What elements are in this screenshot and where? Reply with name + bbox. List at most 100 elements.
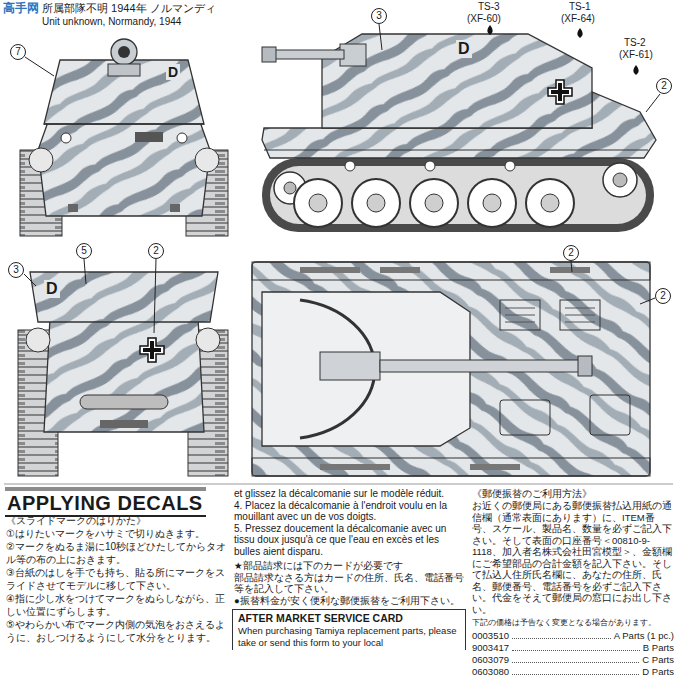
note: 下記の価格は予告なく変更となる場合があります。	[472, 617, 674, 628]
rear-view	[44, 318, 204, 432]
rear-view	[80, 395, 168, 409]
leader-line	[24, 274, 36, 286]
side-view	[548, 80, 572, 104]
side-view	[274, 50, 344, 59]
side-view	[541, 194, 559, 212]
rear-view	[143, 341, 161, 359]
part-name: D Parts	[642, 666, 674, 678]
front-view	[44, 123, 204, 125]
front-view	[170, 204, 180, 212]
leader-line	[4, 24, 673, 484]
front-view	[38, 122, 210, 216]
paint-code: (XF-64)	[561, 13, 595, 25]
leader-line	[379, 24, 382, 50]
text-column: 《郵便振替のご利用方法》お近くの郵便局にある郵便振替払込用紙の通信欄（通常表面に…	[472, 488, 674, 678]
front-view	[44, 60, 204, 124]
front-view	[108, 64, 140, 76]
side-view	[367, 194, 385, 212]
dot-leader	[512, 650, 640, 651]
rear-view	[140, 338, 164, 362]
paint-code: (XF-61)	[619, 49, 653, 61]
node-text: 2	[564, 246, 578, 259]
side-view	[468, 179, 516, 227]
parts-row: 0603080D Parts	[472, 666, 674, 678]
rear-view	[18, 272, 228, 476]
front-view	[61, 133, 71, 143]
part-name: C Parts	[642, 654, 674, 666]
callout-number: 2	[656, 78, 672, 94]
dot-leader	[512, 638, 611, 639]
instruction-step: ②マークをぬるま湯に10秒ほどひたしてからタオル等の布の上におきます。	[6, 540, 228, 566]
node-text: 2	[657, 79, 671, 92]
side-view	[352, 179, 400, 227]
instruction-step: ⑤やわらかい布でマーク内側の気泡をおさえるように、おしつけるようにして水分をとり…	[6, 618, 228, 644]
leader-line	[646, 94, 660, 112]
side-view	[262, 47, 276, 62]
node-text: 3	[372, 9, 386, 22]
front-view	[68, 204, 78, 212]
rear-view	[196, 328, 220, 352]
front-view	[118, 46, 130, 58]
watermark: 高手网	[3, 2, 39, 16]
paint-icon	[633, 65, 638, 75]
top-view	[500, 300, 540, 330]
side-view	[284, 182, 296, 194]
side-view	[526, 179, 574, 227]
side-view	[551, 83, 569, 101]
decal-marking: D	[456, 40, 472, 58]
node-text: 7	[11, 45, 25, 58]
callout-number: 2	[563, 245, 579, 261]
front-view	[111, 39, 137, 65]
part-number: 0003510	[472, 630, 509, 642]
top-view	[505, 322, 535, 323]
paint-icon	[487, 25, 638, 75]
side-view	[613, 173, 627, 187]
part-number: 0603079	[472, 654, 509, 666]
callout-number: 2	[655, 288, 671, 304]
side-view	[294, 179, 342, 227]
paint-icon	[487, 25, 492, 35]
paint-code: (XF-60)	[467, 13, 501, 25]
side-view	[262, 158, 654, 232]
side-view	[603, 163, 637, 197]
side-view	[425, 161, 435, 171]
leader-line	[640, 298, 655, 304]
rear-view	[140, 338, 164, 362]
side-view	[262, 34, 656, 232]
top-view	[505, 315, 535, 316]
front-view	[20, 39, 228, 236]
top-view	[578, 356, 592, 376]
top-view	[470, 464, 520, 470]
top-view	[252, 458, 650, 476]
parts-row: 0603079 C Parts	[472, 654, 674, 666]
instruction-step: 4. Placez la décalcomanie à l'endroit vo…	[234, 500, 466, 523]
side-view	[264, 150, 648, 151]
top-view	[320, 464, 390, 470]
note: 部品請求なさる方はカードの住所、氏名、電話番号等を記入して下さい。	[234, 572, 466, 595]
paint-code: TS-2	[624, 37, 646, 49]
instruction-heading: 《郵便振替のご利用方法》	[472, 488, 674, 500]
top-view	[565, 315, 595, 316]
top-view	[505, 308, 535, 309]
node-text: 3	[9, 263, 23, 276]
top-view	[500, 400, 550, 435]
rear-view	[100, 420, 148, 428]
text-column: et glissez la décalcomanie sur le modèle…	[234, 488, 466, 606]
front-view	[195, 148, 219, 172]
callout-number: 3	[371, 8, 387, 24]
top-view	[590, 395, 630, 435]
node-text: 2	[656, 289, 670, 302]
front-view	[177, 133, 187, 143]
node-text: 2	[149, 244, 163, 257]
note: お近くの郵便局にある郵便振替払込用紙の通信欄（通常表面にあります）に、ITEM番…	[472, 500, 674, 615]
top-view	[380, 360, 580, 372]
dot-leader	[512, 674, 639, 675]
top-view	[300, 267, 360, 273]
side-view	[345, 161, 355, 171]
parts-row: 9003417B Parts	[472, 642, 674, 654]
section-heading: APPLYING DECALS	[5, 487, 206, 517]
note: ●振替料金が安く便利な郵便振替をご利用下さい。	[234, 595, 466, 607]
top-view	[252, 262, 650, 476]
front-view	[135, 132, 163, 142]
